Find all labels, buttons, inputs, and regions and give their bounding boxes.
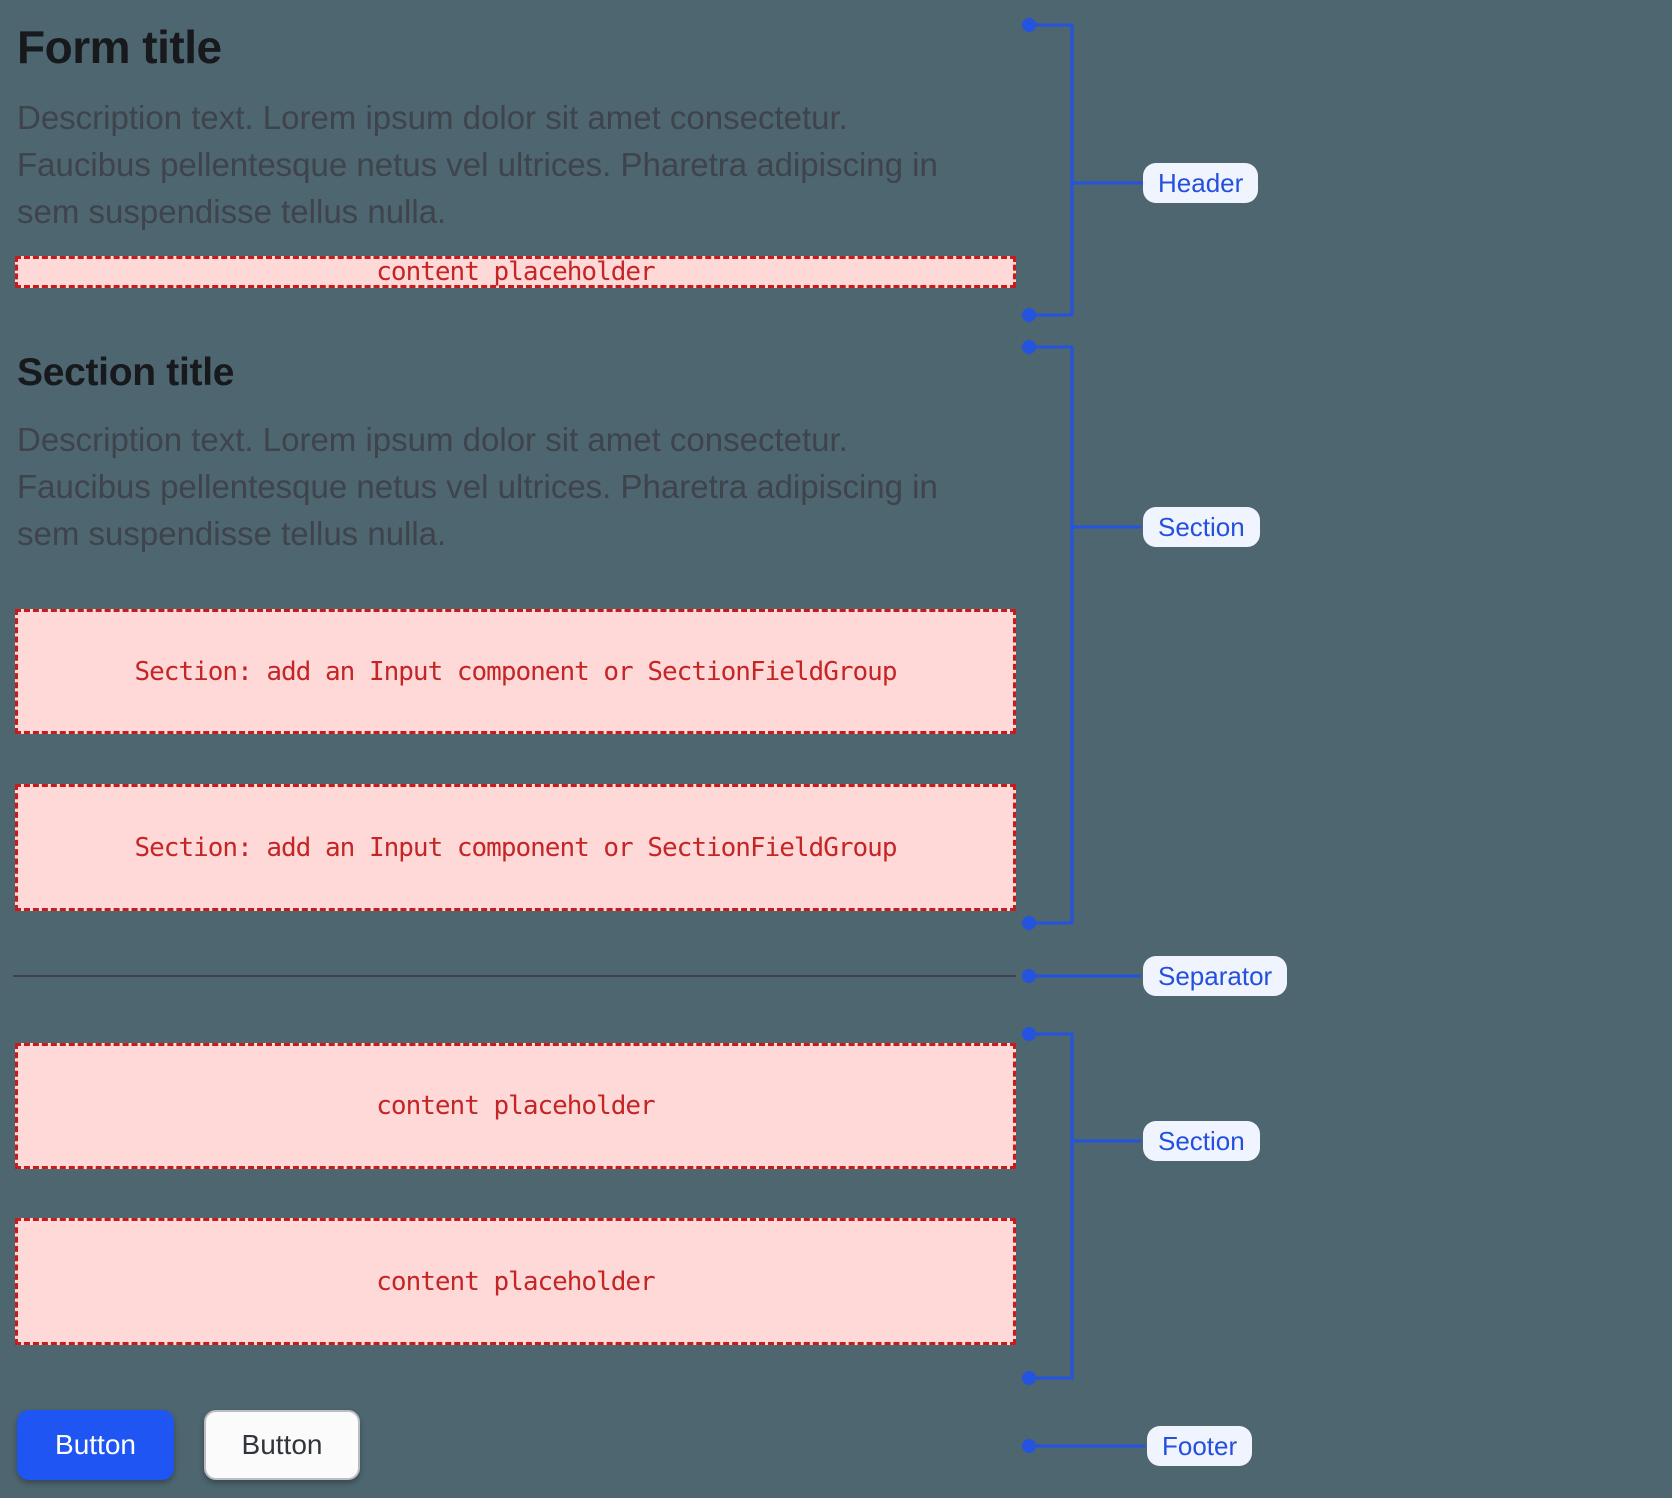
header-bracket-top-dot	[1022, 18, 1036, 32]
section-description-line: Faucibus pellentesque netus vel ultrices…	[17, 468, 938, 505]
section2-bracket-line	[1029, 1032, 1074, 1380]
annotation-label-footer: Footer	[1147, 1426, 1253, 1466]
section1-bracket-top-dot	[1022, 340, 1036, 354]
section-description-line: sem suspendisse tellus nulla.	[17, 515, 447, 552]
content-placeholder-2: content placeholder	[15, 1218, 1016, 1345]
section2-bracket-bottom-dot	[1022, 1371, 1036, 1385]
header-content-placeholder: content placeholder	[15, 256, 1016, 288]
header-bracket-line	[1029, 23, 1074, 317]
annotation-label-section-1: Section	[1143, 507, 1260, 547]
form-title: Form title	[17, 21, 222, 73]
secondary-button[interactable]: Button	[204, 1410, 360, 1480]
content-placeholder-1: content placeholder	[15, 1043, 1016, 1169]
form-description-line: Faucibus pellentesque netus vel ultrices…	[17, 146, 938, 183]
form-description-line: Description text. Lorem ipsum dolor sit …	[17, 99, 848, 136]
annotation-label-section-2: Section	[1143, 1121, 1260, 1161]
section-input-placeholder-1: Section: add an Input component or Secti…	[15, 609, 1016, 734]
header-bracket-bottom-dot	[1022, 308, 1036, 322]
section-description: Description text. Lorem ipsum dolor sit …	[17, 416, 938, 557]
section1-bracket-bottom-dot	[1022, 916, 1036, 930]
section1-bracket-line	[1029, 345, 1074, 925]
annotation-label-header: Header	[1143, 163, 1259, 203]
primary-button[interactable]: Button	[17, 1410, 174, 1480]
annotation-label-separator: Separator	[1143, 956, 1288, 996]
form-description: Description text. Lorem ipsum dolor sit …	[17, 94, 938, 235]
separator-line	[13, 975, 1016, 977]
separator-dot	[1022, 969, 1036, 983]
section-title: Section title	[17, 351, 235, 394]
section2-bracket-top-dot	[1022, 1027, 1036, 1041]
section-description-line: Description text. Lorem ipsum dolor sit …	[17, 421, 848, 458]
footer-dot	[1022, 1439, 1036, 1453]
section-input-placeholder-2: Section: add an Input component or Secti…	[15, 784, 1016, 911]
form-description-line: sem suspendisse tellus nulla.	[17, 193, 447, 230]
